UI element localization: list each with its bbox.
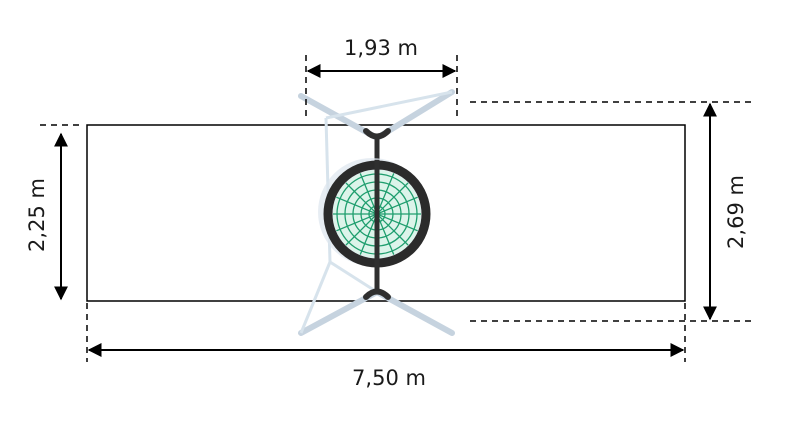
top-width-label: 1,93 m bbox=[344, 36, 418, 60]
nest-swing bbox=[318, 158, 431, 268]
bottom-width-label: 7,50 m bbox=[352, 366, 426, 390]
left-height-label: 2,25 m bbox=[25, 178, 49, 252]
right-height-label: 2,69 m bbox=[724, 175, 748, 249]
safety-area-rect bbox=[86, 124, 686, 302]
